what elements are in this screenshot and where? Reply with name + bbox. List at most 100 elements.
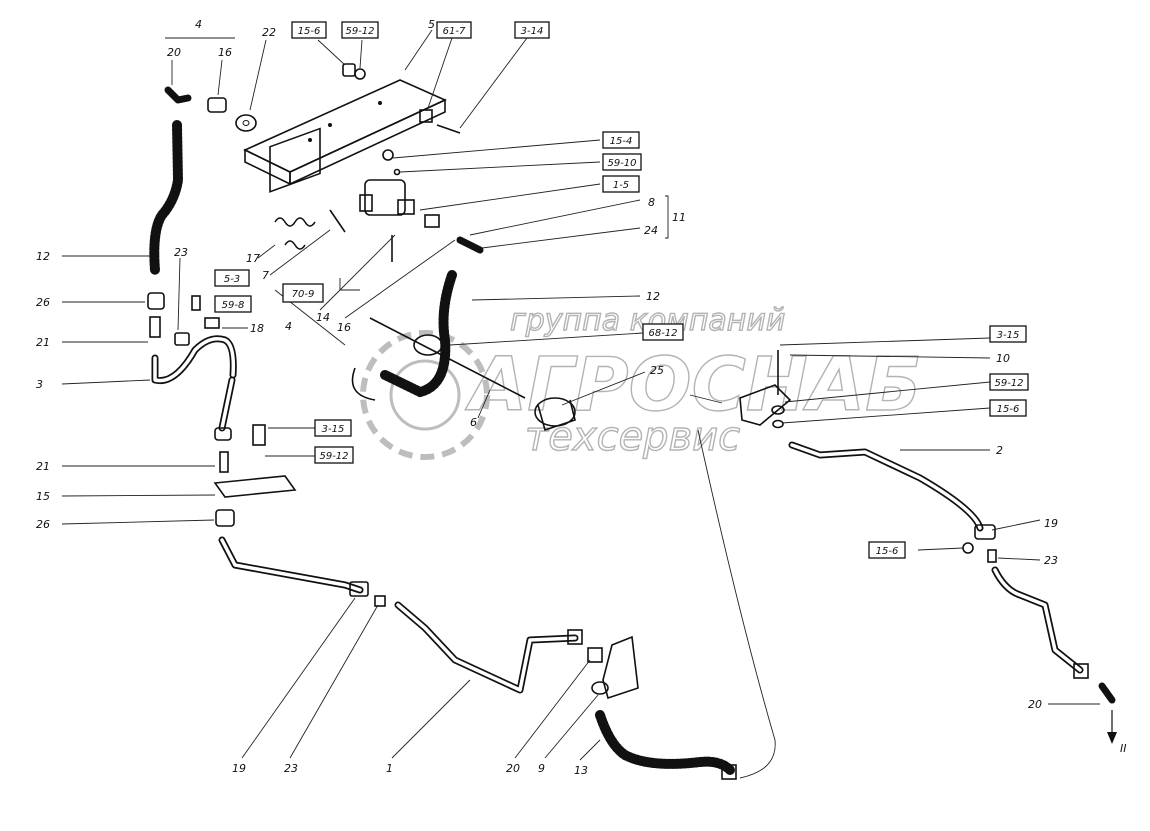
nut-tube-1-part [567,629,583,645]
ref-box: 5-3 [214,269,250,287]
callout-label: 20 [167,46,181,59]
gear-hub-icon [389,359,461,431]
nut-15-4-part [382,149,394,161]
ref-box: 59-12 [989,373,1029,391]
callout-label: 11 [672,211,686,224]
arrow-down-icon [1107,732,1117,744]
ref-box: 61-7 [436,21,472,39]
link-part [329,209,346,233]
ref-box-text: 59-12 [345,26,374,37]
callout-label: 15 [36,490,50,503]
coupling-23-part [174,332,190,346]
fitting-end-part [214,427,232,441]
hose-left-part [149,120,184,275]
callout-label: 5 [428,18,435,31]
callout-label: 25 [650,364,664,377]
callout-label: 26 [36,296,50,309]
nut-26-part [215,509,235,527]
ref-box: 68-12 [642,323,684,341]
washer-part [235,114,257,132]
callout-label: 23 [284,762,298,775]
leader-lines [61,29,1100,761]
coupling-23-left-part [374,595,386,607]
fitting-21-part [219,451,229,473]
callout-group-4: 4 [195,18,202,31]
hub-part [413,334,443,356]
callout-label: 10 [996,352,1010,365]
clamp-part [351,367,376,401]
bracket-plate-part [243,79,447,193]
callout-label: 20 [1028,698,1042,711]
callout-label: 19 [1044,517,1058,530]
ref-box-text: 3-14 [521,26,544,37]
tube-2-part [788,441,984,532]
connector-line [697,429,776,779]
callout-label: 1 [386,762,393,775]
elbow-fitting-part [164,86,227,113]
callout-label: 23 [174,246,188,259]
ref-box-text: 5-3 [224,274,240,285]
ref-box: 59-10 [602,153,642,171]
nipple-fitting-part [149,316,161,338]
tube-1-part [218,536,364,594]
ref-box-text: 59-12 [994,378,1023,389]
ref-box: 1-5 [602,175,640,193]
bracket-right-part [739,350,792,429]
ref-box-text: 1-5 [613,180,629,191]
callout-label: 21 [36,460,50,473]
callout-label: 9 [538,762,545,775]
tube-3-part [151,335,237,385]
callout-labels: 4 20 16 22 5 12 23 26 21 3 17 7 4 14 16 … [36,18,1127,777]
clip-19-left-part [349,581,369,597]
ref-box-text: 15-6 [298,26,321,37]
callout-label: 4 [285,320,292,333]
hose-13-part [595,710,735,775]
ref-box-text: 3-15 [997,330,1020,341]
callout-label: 13 [574,764,588,777]
ref-box-text: 61-7 [443,26,466,37]
callout-label: 23 [1044,554,1058,567]
callout-label: 21 [36,336,50,349]
ref-box: 70-9 [282,283,324,303]
ref-box-text: 59-12 [319,451,348,462]
callout-label: 18 [250,322,264,335]
gear-logo-icon [360,330,490,460]
callout-label: 14 [316,311,330,324]
ref-box: 59-8 [214,295,252,313]
callout-label: 12 [646,290,660,303]
coupling-23-right-part [987,549,997,563]
nut-top-part [342,63,356,77]
clip-19-right-part [974,524,996,540]
ref-box-text: 3-15 [322,424,345,435]
ref-box-text: 15-4 [610,136,633,147]
washer-59-10-part [393,168,401,176]
callout-label: 26 [36,518,50,531]
ref-box: 15-6 [291,21,327,39]
valve-body-part [359,179,415,262]
callout-label: 17 [246,252,260,265]
tube-1-lower-part [394,601,579,694]
ref-box: 15-4 [602,131,640,149]
nut-right-part [1073,663,1089,679]
ref-box-text: 15-6 [876,546,899,557]
callout-label: 6 [470,416,477,429]
arrow-label: II [1120,742,1127,755]
bolt-3-14-part [436,124,461,134]
ref-box-text: 59-10 [607,158,636,169]
ref-box: 59-12 [314,446,354,464]
callout-label: 19 [232,762,246,775]
ref-box-text: 59-8 [222,300,245,311]
washer-top-part [354,68,366,80]
elbow-20-right-part [1098,682,1116,704]
tube-right-lower-part [991,566,1084,674]
ref-box: 15-6 [989,399,1027,417]
nut-hose-13-part [721,764,737,780]
bolt-part [191,295,201,311]
ref-box: 15-6 [868,541,906,559]
bolt-3-15-part [252,424,266,446]
nut-61-7-part [419,109,433,123]
callout-label: 8 [648,196,655,209]
fitting-24-part [456,236,484,254]
